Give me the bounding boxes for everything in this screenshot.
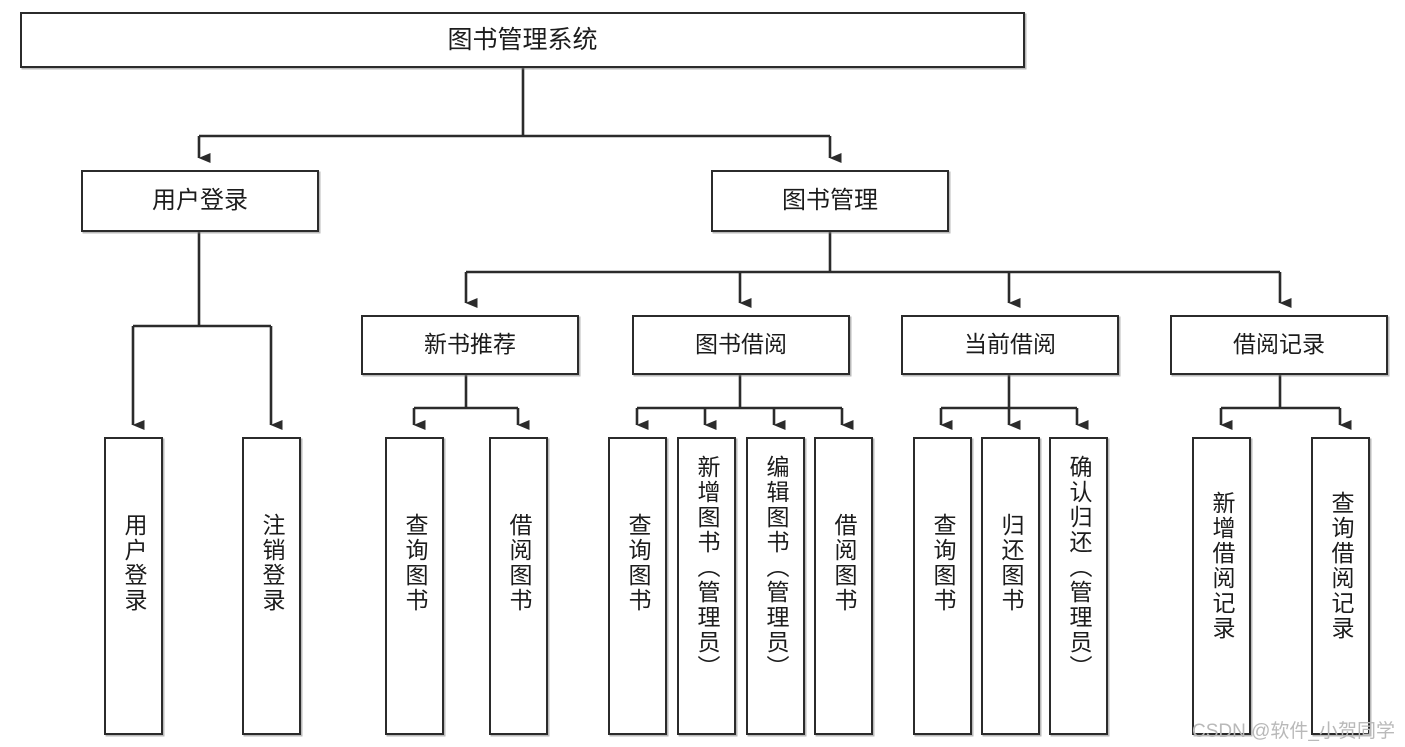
node-leaf-query-book-borrow[interactable]: 查询图书 — [608, 437, 667, 735]
node-label: 归还图书 — [998, 513, 1024, 613]
node-label: 查询图书 — [402, 513, 428, 613]
node-borrow-record[interactable]: 借阅记录 — [1170, 315, 1388, 375]
node-label: 借阅记录 — [1233, 331, 1325, 358]
node-root-book-management-system[interactable]: 图书管理系统 — [20, 12, 1025, 68]
node-label: 用户登录 — [121, 513, 147, 613]
node-label: 图书管理系统 — [447, 26, 598, 54]
node-leaf-query-book-current[interactable]: 查询图书 — [913, 437, 972, 735]
node-leaf-add-borrow-record[interactable]: 新增借阅记录 — [1192, 437, 1251, 735]
node-label: 当前借阅 — [964, 331, 1056, 358]
node-user-login[interactable]: 用户登录 — [81, 170, 319, 232]
node-leaf-user-login[interactable]: 用户登录 — [104, 437, 163, 735]
node-leaf-borrow-book-recommend[interactable]: 借阅图书 — [489, 437, 548, 735]
node-label: 查询图书 — [625, 513, 651, 613]
node-leaf-query-borrow-record[interactable]: 查询借阅记录 — [1311, 437, 1370, 735]
node-label: 查询图书 — [930, 513, 956, 613]
node-book-management[interactable]: 图书管理 — [711, 170, 949, 232]
node-label: 确认归还（管理员） — [1066, 455, 1092, 680]
node-label: 图书管理 — [782, 186, 878, 214]
node-label: 借阅图书 — [831, 513, 857, 613]
node-leaf-query-book-recommend[interactable]: 查询图书 — [385, 437, 444, 735]
node-leaf-user-logout[interactable]: 注销登录 — [242, 437, 301, 735]
node-label: 新书推荐 — [424, 331, 516, 358]
node-leaf-confirm-return[interactable]: 确认归还（管理员） — [1049, 437, 1108, 735]
node-current-borrow[interactable]: 当前借阅 — [901, 315, 1119, 375]
node-label: 图书借阅 — [695, 331, 787, 358]
node-leaf-return-book[interactable]: 归还图书 — [981, 437, 1040, 735]
node-book-borrow[interactable]: 图书借阅 — [632, 315, 850, 375]
node-label: 查询借阅记录 — [1328, 491, 1354, 641]
node-label: 新增借阅记录 — [1209, 491, 1235, 641]
node-leaf-borrow-book[interactable]: 借阅图书 — [814, 437, 873, 735]
node-label: 编辑图书（管理员） — [763, 455, 789, 680]
node-label: 借阅图书 — [506, 513, 532, 613]
node-label: 新增图书（管理员） — [694, 455, 720, 680]
node-new-book-recommend[interactable]: 新书推荐 — [361, 315, 579, 375]
node-leaf-add-book[interactable]: 新增图书（管理员） — [677, 437, 736, 735]
node-label: 用户登录 — [152, 186, 248, 214]
node-leaf-edit-book[interactable]: 编辑图书（管理员） — [746, 437, 805, 735]
node-label: 注销登录 — [259, 513, 285, 613]
